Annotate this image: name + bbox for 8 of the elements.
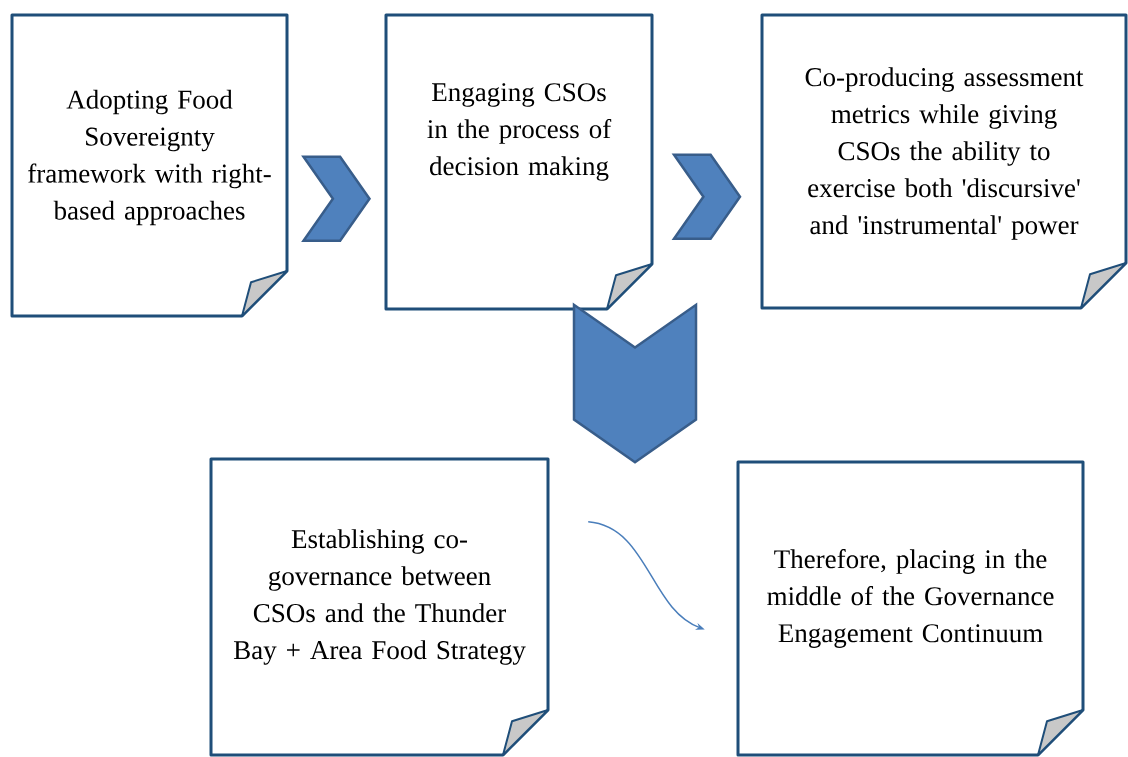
chevron-arrow — [671, 153, 742, 240]
note-box: Therefore, placing in the middle of the Governance Engagement Continuum — [736, 460, 1085, 757]
chevron-arrow — [301, 155, 372, 242]
note-box: Co-producing assessment metrics while giving CSOs the ability to exercise both 'discursive' and 'instrumental' power — [760, 13, 1128, 310]
note-box: Engaging CSOs in the process of decision making — [384, 13, 654, 311]
note-box: Establishing co-governance between CSOs and the Thunder Bay + Area Food Strategy — [209, 457, 550, 757]
note-box: Adopting Food Sovereignty framework with right-based approaches — [10, 13, 289, 318]
chevron-arrow — [572, 302, 698, 464]
